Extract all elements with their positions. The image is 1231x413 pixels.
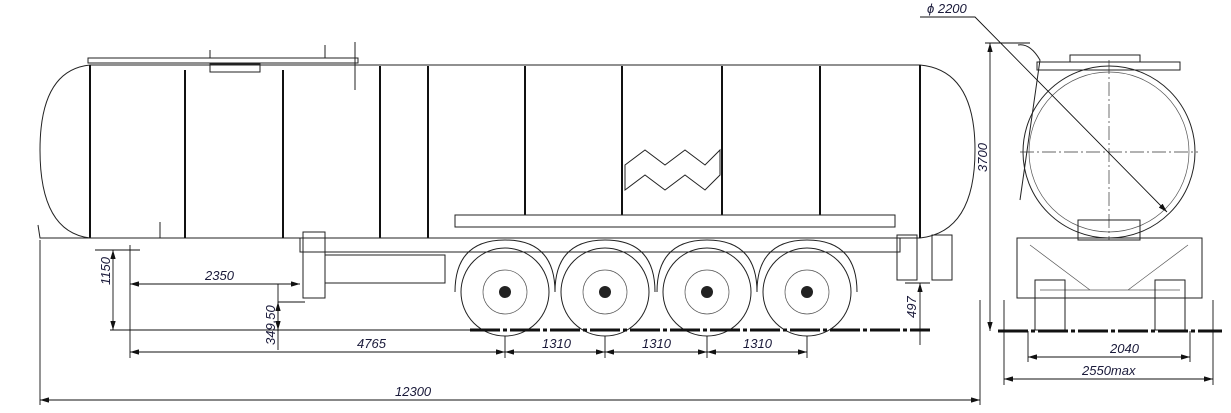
tank-ribs bbox=[89, 65, 921, 238]
wheel-4 bbox=[756, 239, 858, 337]
dim-track-width: 2040 bbox=[1109, 341, 1140, 356]
rear-view bbox=[998, 44, 1222, 333]
side-view bbox=[37, 42, 976, 337]
walkway-top bbox=[87, 42, 359, 90]
frame-rail bbox=[324, 254, 446, 284]
rear-bumper-left bbox=[896, 234, 918, 281]
dim-axle-spacing-3: 1310 bbox=[743, 336, 773, 351]
dim-underrun-height: 497 bbox=[904, 296, 919, 318]
chassis-frame bbox=[299, 237, 901, 253]
tank-body bbox=[39, 64, 976, 239]
rear-dimensions: 3700 ϕ 2200 2040 2550max bbox=[920, 1, 1214, 385]
kingpin-plate bbox=[37, 222, 161, 239]
dim-kingpin-first-axle: 4765 bbox=[357, 336, 387, 351]
dim-landing-gear: 2350 bbox=[204, 268, 235, 283]
dim-coupling-height: 1150 bbox=[98, 256, 113, 285]
dim-tank-diameter: ϕ 2200 bbox=[927, 1, 968, 16]
wheel-1 bbox=[454, 239, 556, 337]
dim-overall-length: 12300 bbox=[395, 384, 432, 399]
valve-box bbox=[1077, 219, 1141, 241]
landing-gear bbox=[302, 231, 326, 299]
hose-box bbox=[454, 214, 896, 228]
wheel-2 bbox=[554, 239, 656, 337]
dim-overall-width: 2550max bbox=[1081, 363, 1136, 378]
tyre-right bbox=[1154, 279, 1186, 331]
rear-bumper-right bbox=[931, 234, 953, 281]
wheels bbox=[454, 239, 858, 337]
dim-axle-spacing-1: 1310 bbox=[542, 336, 572, 351]
top-frame bbox=[1036, 54, 1181, 71]
tyre-left bbox=[1034, 279, 1066, 331]
side-dimensions: 12300 4765 1310 1310 1310 2350 1150 349,… bbox=[39, 240, 981, 405]
dim-total-height: 3700 bbox=[975, 142, 990, 172]
rear-frame bbox=[1016, 237, 1203, 299]
dim-axle-spacing-2: 1310 bbox=[642, 336, 672, 351]
wheel-3 bbox=[656, 239, 758, 337]
dim-landing-gear-clearance: 349,50 bbox=[263, 304, 278, 345]
hazard-placard bbox=[624, 148, 721, 191]
